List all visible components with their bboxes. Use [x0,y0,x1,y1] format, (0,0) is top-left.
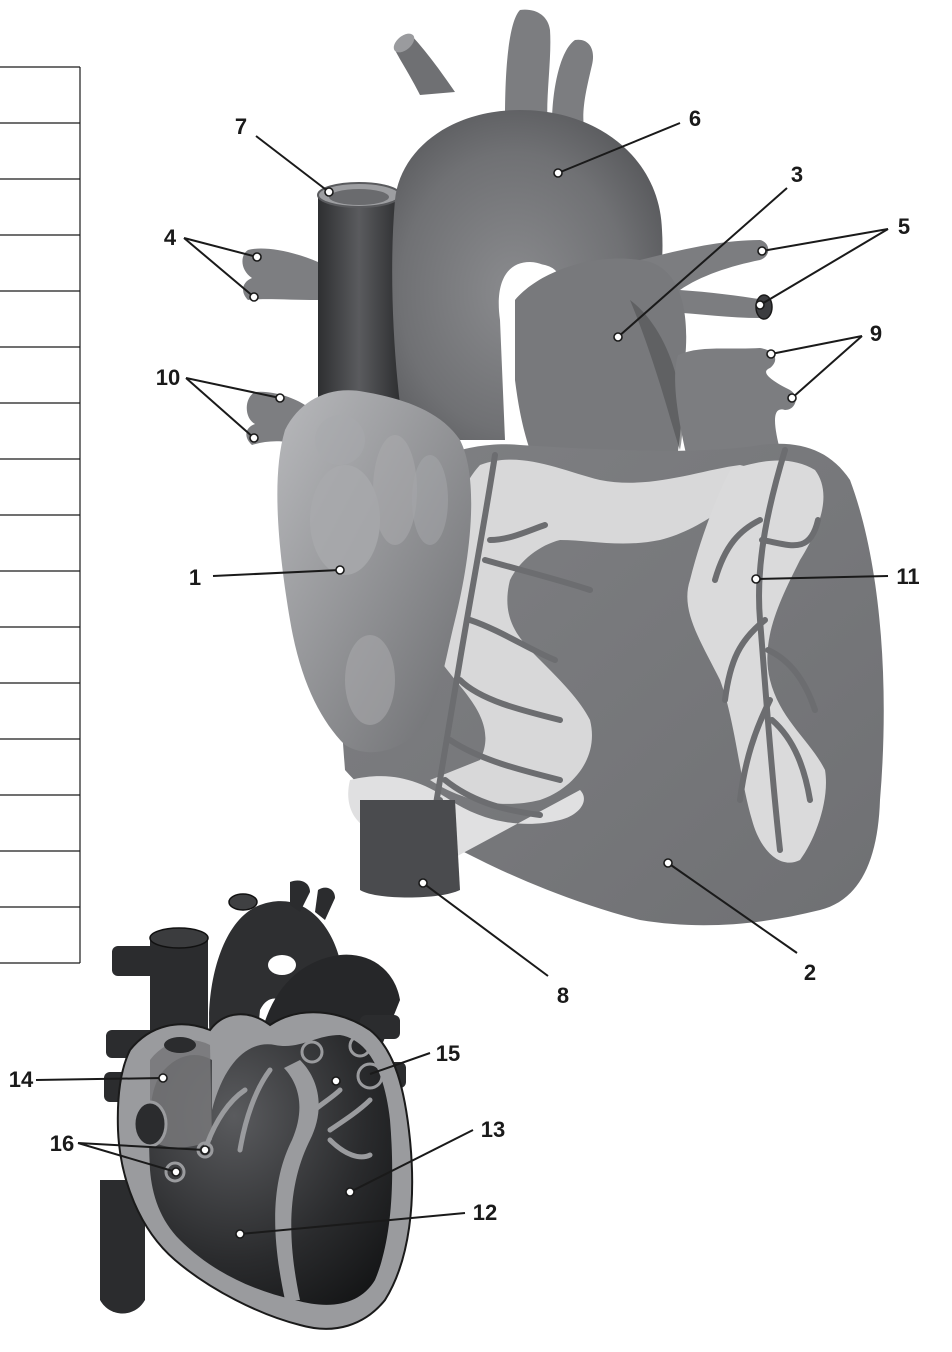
answer-table [0,67,80,963]
label-5: 5 [898,214,910,239]
label-15: 15 [436,1041,460,1066]
label-7: 7 [235,114,247,139]
inferior-vena-cava [360,800,460,898]
label-2: 2 [804,960,816,985]
label-13: 13 [481,1117,505,1142]
sectioned-heart [100,880,412,1328]
label-6: 6 [689,106,701,131]
label-10: 10 [156,365,180,390]
label-9: 9 [870,321,882,346]
answer-table-rows [0,67,80,963]
label-1: 1 [189,565,201,590]
label-11: 11 [896,564,919,589]
exterior-heart [242,10,883,926]
label-4: 4 [164,225,177,250]
label-16: 16 [50,1131,74,1156]
label-8: 8 [557,983,569,1008]
label-12: 12 [473,1200,497,1225]
label-14: 14 [9,1067,34,1092]
label-3: 3 [791,162,803,187]
